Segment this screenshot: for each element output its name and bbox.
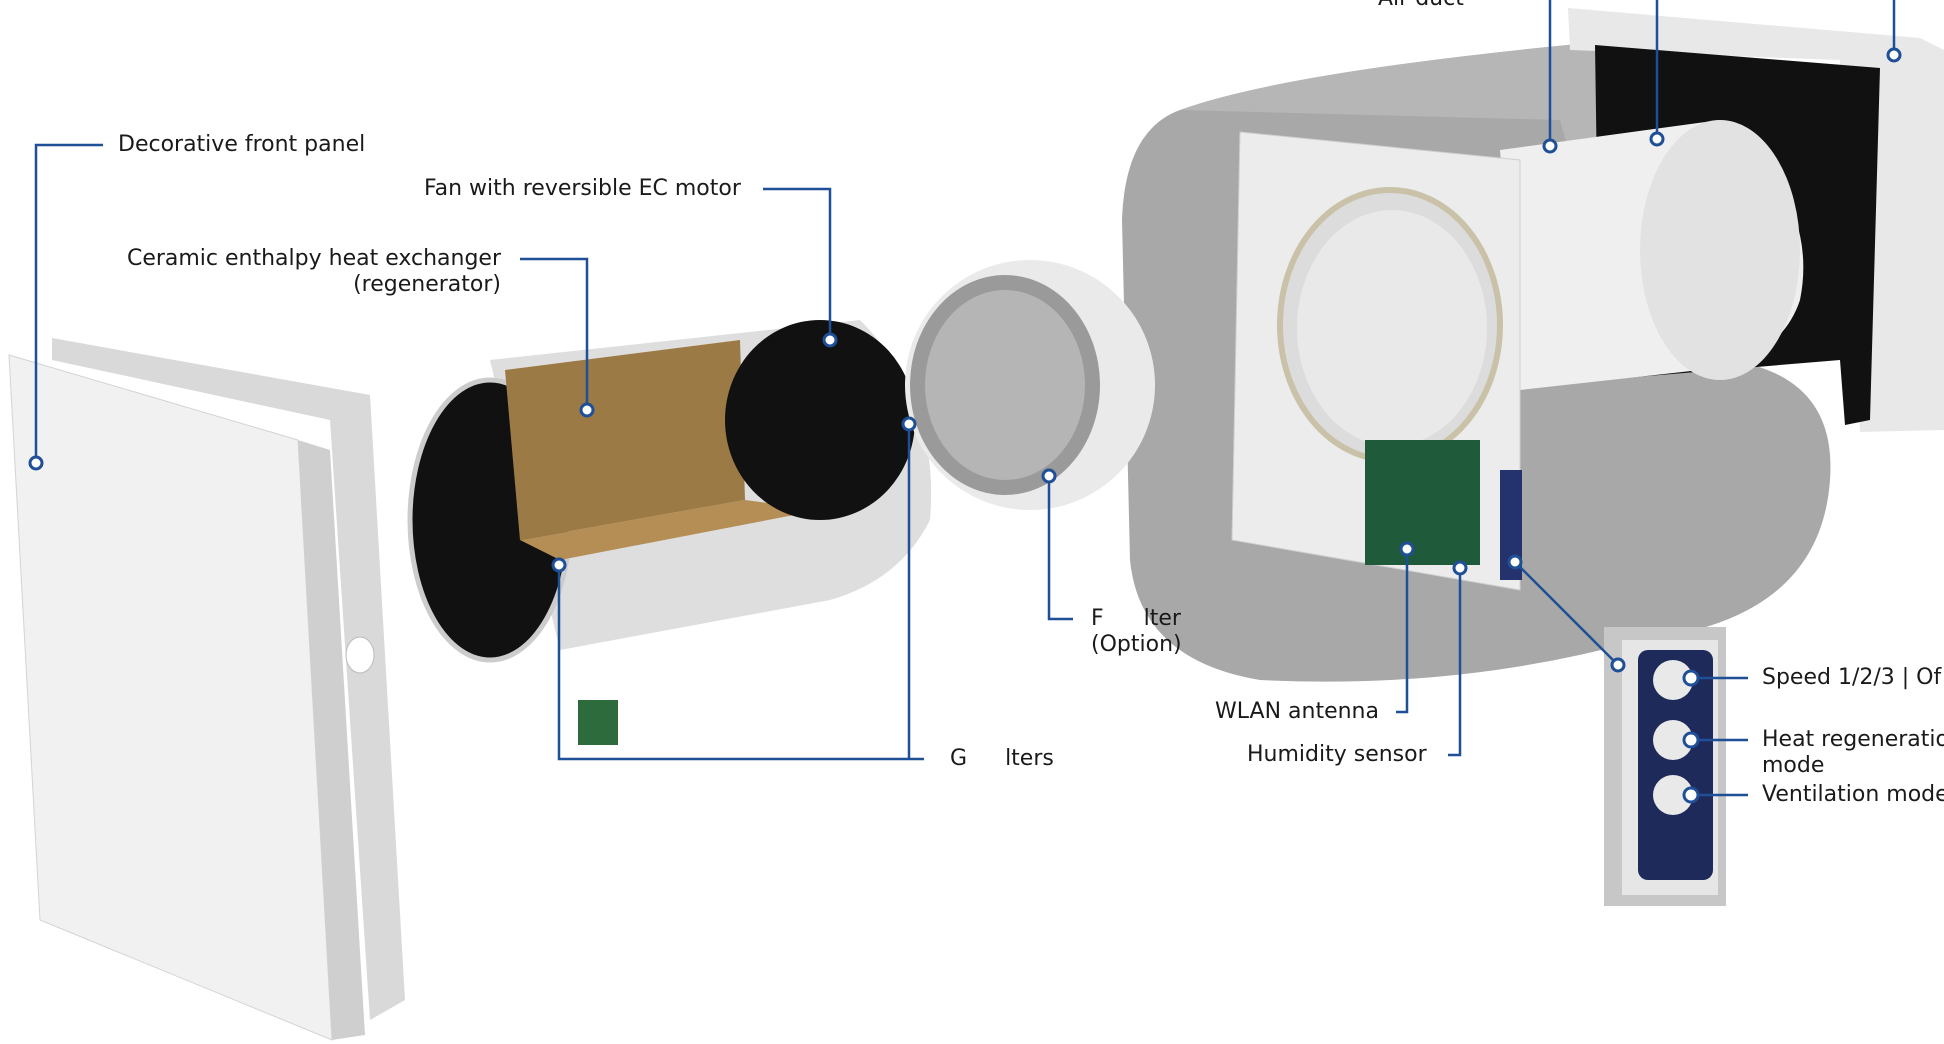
label-speed: Speed 1/2/3 | Of (1762, 665, 1942, 690)
front-panel-back (52, 338, 405, 1020)
label-exchanger: Ceramic enthalpy heat exchanger (regener… (127, 246, 501, 298)
label-heat-regen-line1: Heat regeneration (1762, 727, 1944, 752)
callout-dots (28, 47, 1902, 804)
label-f-filter-option: (Option) (1091, 632, 1182, 657)
front-panel (8, 354, 333, 1041)
label-heat-regen: Heat regeneration mode (1762, 727, 1944, 779)
label-exchanger-line2: (regenerator) (353, 272, 501, 297)
label-f-filter-b: lter (1143, 606, 1181, 631)
label-g-filters-a: G (950, 746, 968, 771)
label-air-duct: Air duct (1378, 0, 1464, 12)
label-exchanger-line1: Ceramic enthalpy heat exchanger (126, 246, 501, 271)
label-humidity: Humidity sensor (1247, 742, 1427, 767)
label-ventilation: Ventilation mode (1762, 782, 1944, 807)
label-fan: Fan with reversible EC motor (424, 176, 741, 201)
callout-lines (34, 0, 1896, 797)
label-wlan: WLAN antenna (1215, 699, 1379, 724)
label-f-filter-a: F (1091, 606, 1104, 631)
label-heat-regen-line2: mode (1762, 753, 1825, 778)
label-g-filters-b: lters (1005, 746, 1054, 771)
label-front-panel: Decorative front panel (118, 132, 366, 157)
